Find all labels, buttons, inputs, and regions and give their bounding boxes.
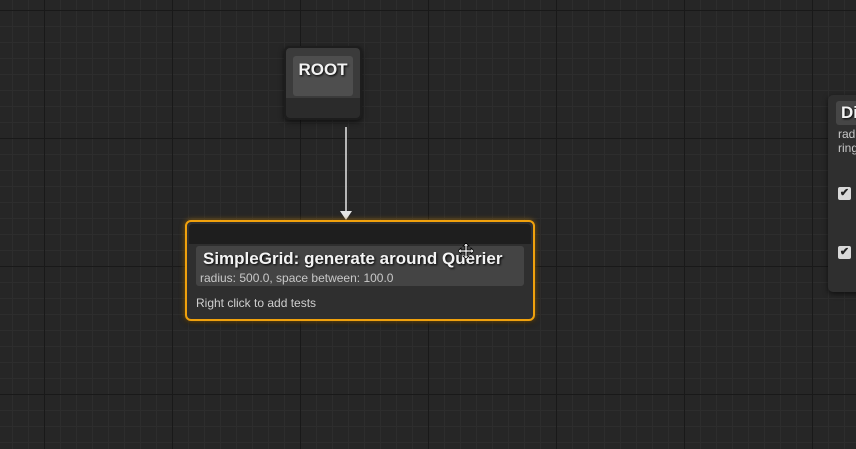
side-node-line-2: ring <box>838 141 856 155</box>
side-node-checkbox-2[interactable]: ✔ <box>838 246 851 259</box>
side-node-title-box: Di <box>836 101 856 125</box>
move-cursor-icon <box>458 243 474 259</box>
generator-title: SimpleGrid: generate around Querier <box>203 249 503 268</box>
generator-title-box: SimpleGrid: generate around Querier radi… <box>196 246 524 286</box>
partial-side-node[interactable]: Di rad ring ✔ ✔ <box>828 95 856 292</box>
add-tests-hint: Right click to add tests <box>196 296 317 310</box>
side-node-checkbox-1[interactable]: ✔ <box>838 187 851 200</box>
simple-grid-generator-node[interactable]: SimpleGrid: generate around Querier radi… <box>185 220 535 321</box>
root-output-pin[interactable] <box>286 98 360 118</box>
root-node-title: ROOT <box>293 56 353 96</box>
generator-input-pin[interactable] <box>189 224 531 244</box>
side-node-line-1: rad <box>838 127 856 141</box>
side-node-title: Di <box>841 103 856 122</box>
generator-subtitle: radius: 500.0, space between: 100.0 <box>200 271 394 285</box>
root-node[interactable]: ROOT <box>284 46 362 120</box>
